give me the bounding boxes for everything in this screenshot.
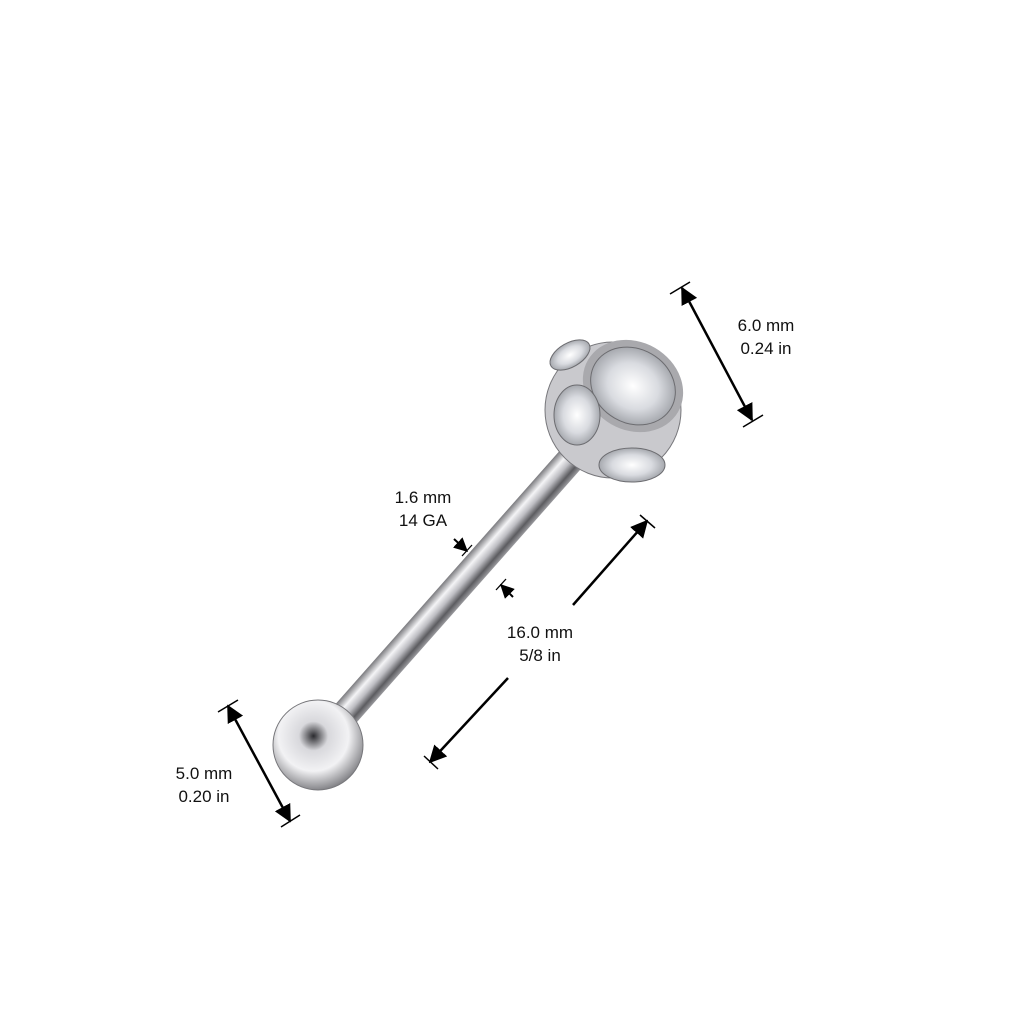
gauge-metric: 1.6 mm bbox=[395, 488, 452, 507]
length-dimension bbox=[423, 514, 656, 770]
bottom-ball-imperial: 0.20 in bbox=[178, 787, 229, 806]
gauge-dimension bbox=[452, 537, 515, 599]
bottom-ball bbox=[272, 699, 364, 791]
gem-left bbox=[553, 384, 601, 446]
gauge-imperial: 14 GA bbox=[399, 511, 448, 530]
barbell-shaft bbox=[307, 398, 627, 755]
gem-top-left bbox=[549, 339, 591, 371]
top-ball-imperial: 0.24 in bbox=[740, 339, 791, 358]
gem-bottom bbox=[598, 447, 666, 483]
bottom-ball-dimension bbox=[217, 699, 301, 828]
jeweled-top-ball bbox=[544, 339, 684, 483]
length-metric: 16.0 mm bbox=[507, 623, 573, 642]
top-ball-dimension bbox=[669, 281, 764, 428]
bottom-ball-metric: 5.0 mm bbox=[176, 764, 233, 783]
top-ball-metric: 6.0 mm bbox=[738, 316, 795, 335]
length-imperial: 5/8 in bbox=[519, 646, 561, 665]
